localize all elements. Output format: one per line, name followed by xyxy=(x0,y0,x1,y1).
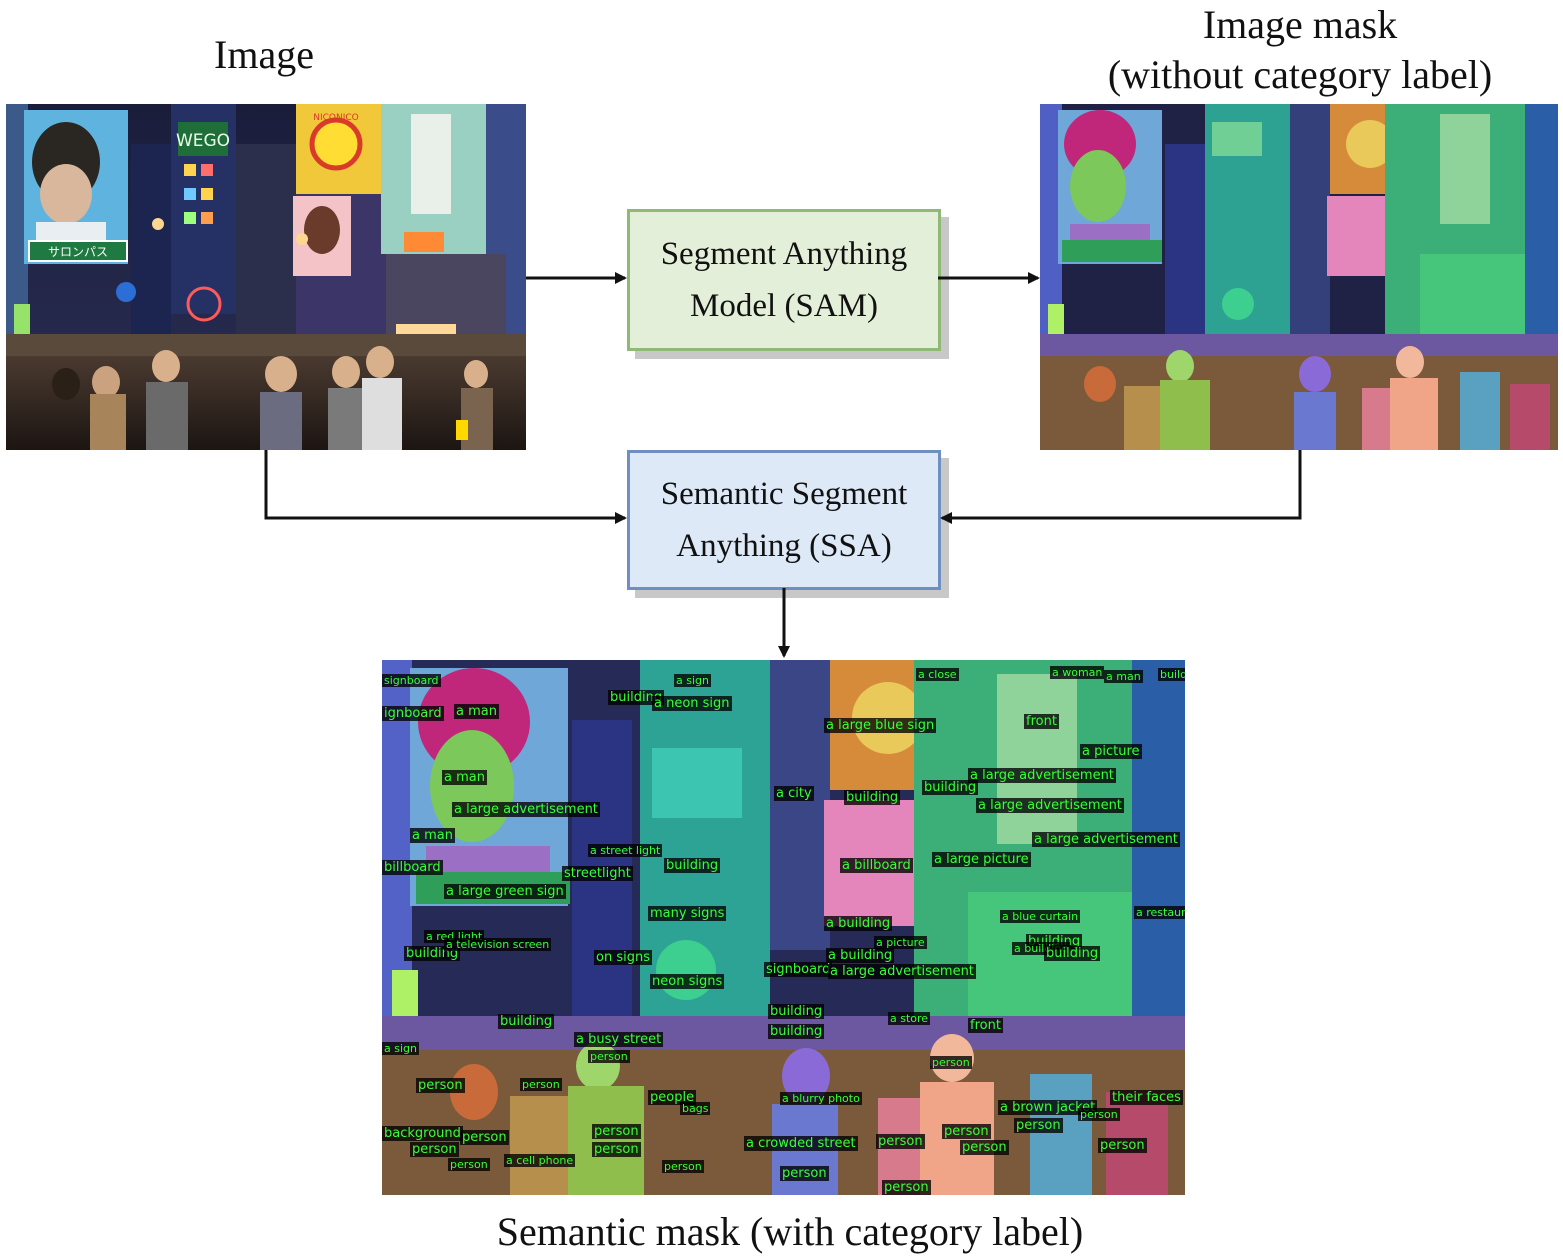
semantic-label: person xyxy=(1014,1118,1063,1133)
semantic-label: background xyxy=(382,1126,463,1141)
photo-billboard-text: サロンパス xyxy=(48,245,108,259)
semantic-label: a picture xyxy=(874,936,927,949)
semantic-label: building xyxy=(1044,946,1101,961)
semantic-label: neon signs xyxy=(650,974,725,989)
semantic-label: building xyxy=(768,1004,825,1019)
semantic-label: a man xyxy=(442,770,487,785)
semantic-label: building xyxy=(1158,668,1185,681)
semantic-label: a cell phone xyxy=(504,1154,576,1167)
semantic-label: a woman xyxy=(1050,666,1105,679)
semantic-label: ignboard xyxy=(382,706,444,721)
image-mask-photo xyxy=(1040,104,1558,450)
semantic-label: a large advertisement xyxy=(452,802,600,817)
semantic-label: a busy street xyxy=(574,1032,664,1047)
semantic-mask-caption: Semantic mask (with category label) xyxy=(496,1209,1084,1254)
semantic-label: person xyxy=(592,1124,641,1139)
semantic-label: signboard xyxy=(764,962,833,977)
image-caption: Image xyxy=(214,32,314,77)
semantic-label: person xyxy=(882,1180,931,1195)
semantic-label: a close xyxy=(916,668,959,681)
semantic-label: a billboard xyxy=(840,858,913,873)
semantic-label: person xyxy=(588,1050,630,1063)
semantic-label: a large picture xyxy=(932,852,1031,867)
semantic-label: on signs xyxy=(594,950,652,965)
semantic-label: a blurry photo xyxy=(780,1092,862,1105)
semantic-label: building xyxy=(608,690,665,705)
semantic-label: person xyxy=(416,1078,465,1093)
semantic-label: a neon sign xyxy=(652,696,732,711)
semantic-label: a restaurant xyxy=(1134,906,1185,919)
semantic-label: a picture xyxy=(1080,744,1142,759)
semantic-mask-photo: signboard a man building a neon sign a s… xyxy=(382,660,1185,1195)
semantic-label: bags xyxy=(680,1102,711,1115)
semantic-label: many signs xyxy=(648,906,727,921)
semantic-label: a building xyxy=(826,948,895,963)
semantic-label: person xyxy=(942,1124,991,1139)
semantic-label: building xyxy=(844,790,901,805)
semantic-label: a large advertisement xyxy=(968,768,1116,783)
semantic-label: a man xyxy=(410,828,455,843)
semantic-label: people xyxy=(648,1090,697,1105)
semantic-label: person xyxy=(592,1142,641,1157)
semantic-label: a sign xyxy=(382,1042,419,1055)
sam-box-label: Segment Anything Model (SAM) xyxy=(660,236,908,324)
semantic-label: front xyxy=(1024,714,1059,729)
semantic-label: person xyxy=(410,1142,459,1157)
semantic-label: billboard xyxy=(382,860,443,875)
semantic-label: person xyxy=(448,1158,490,1171)
photo-brand-text: WEGO xyxy=(176,131,230,151)
semantic-label: a brown jacket xyxy=(998,1100,1098,1115)
semantic-label: person xyxy=(930,1056,972,1069)
semantic-label: a large advertisement xyxy=(1032,832,1180,847)
semantic-label: building xyxy=(664,858,721,873)
semantic-label: a large green sign xyxy=(444,884,566,899)
semantic-label: a store xyxy=(888,1012,931,1025)
semantic-label: building xyxy=(922,780,979,795)
semantic-label: person xyxy=(960,1140,1009,1155)
arrow-image-to-ssa xyxy=(264,450,627,524)
semantic-label: a large blue sign xyxy=(824,718,937,733)
semantic-label: person xyxy=(780,1166,829,1181)
sam-box: Segment Anything Model (SAM) xyxy=(627,209,941,351)
input-street-photo: サロンパス WEGO NICONICO H&M xyxy=(6,104,526,450)
semantic-label: a man xyxy=(1104,670,1143,683)
semantic-label: building xyxy=(498,1014,555,1029)
semantic-label: a man xyxy=(454,704,499,719)
semantic-label: a blue curtain xyxy=(1000,910,1081,923)
semantic-label: front xyxy=(968,1018,1003,1033)
image-mask-caption: Image mask (without category label) xyxy=(1107,2,1493,97)
semantic-label: a television screen xyxy=(444,938,552,951)
semantic-label: a city xyxy=(774,786,814,801)
semantic-label: signboard xyxy=(382,674,441,687)
semantic-label: a crowded street xyxy=(744,1136,858,1151)
semantic-label: building xyxy=(768,1024,825,1039)
semantic-label: a large advertisement xyxy=(976,798,1124,813)
semantic-label: person xyxy=(662,1160,704,1173)
ssa-box-label: Semantic Segment Anything (SSA) xyxy=(660,476,908,564)
semantic-label: person xyxy=(876,1134,925,1149)
semantic-label: person xyxy=(1098,1138,1147,1153)
semantic-label: person xyxy=(460,1130,509,1145)
semantic-label: a sign xyxy=(674,674,711,687)
semantic-label: a building xyxy=(824,916,893,931)
arrow-mask-to-ssa xyxy=(940,450,1302,524)
semantic-label: a street light xyxy=(588,844,663,857)
semantic-label: streetlight xyxy=(562,866,633,881)
semantic-label: a large advertisement xyxy=(828,964,976,979)
semantic-label: person xyxy=(520,1078,562,1091)
semantic-label: person xyxy=(1078,1108,1120,1121)
photo-niconico-text: NICONICO xyxy=(313,113,359,123)
semantic-label: their faces xyxy=(1110,1090,1183,1105)
